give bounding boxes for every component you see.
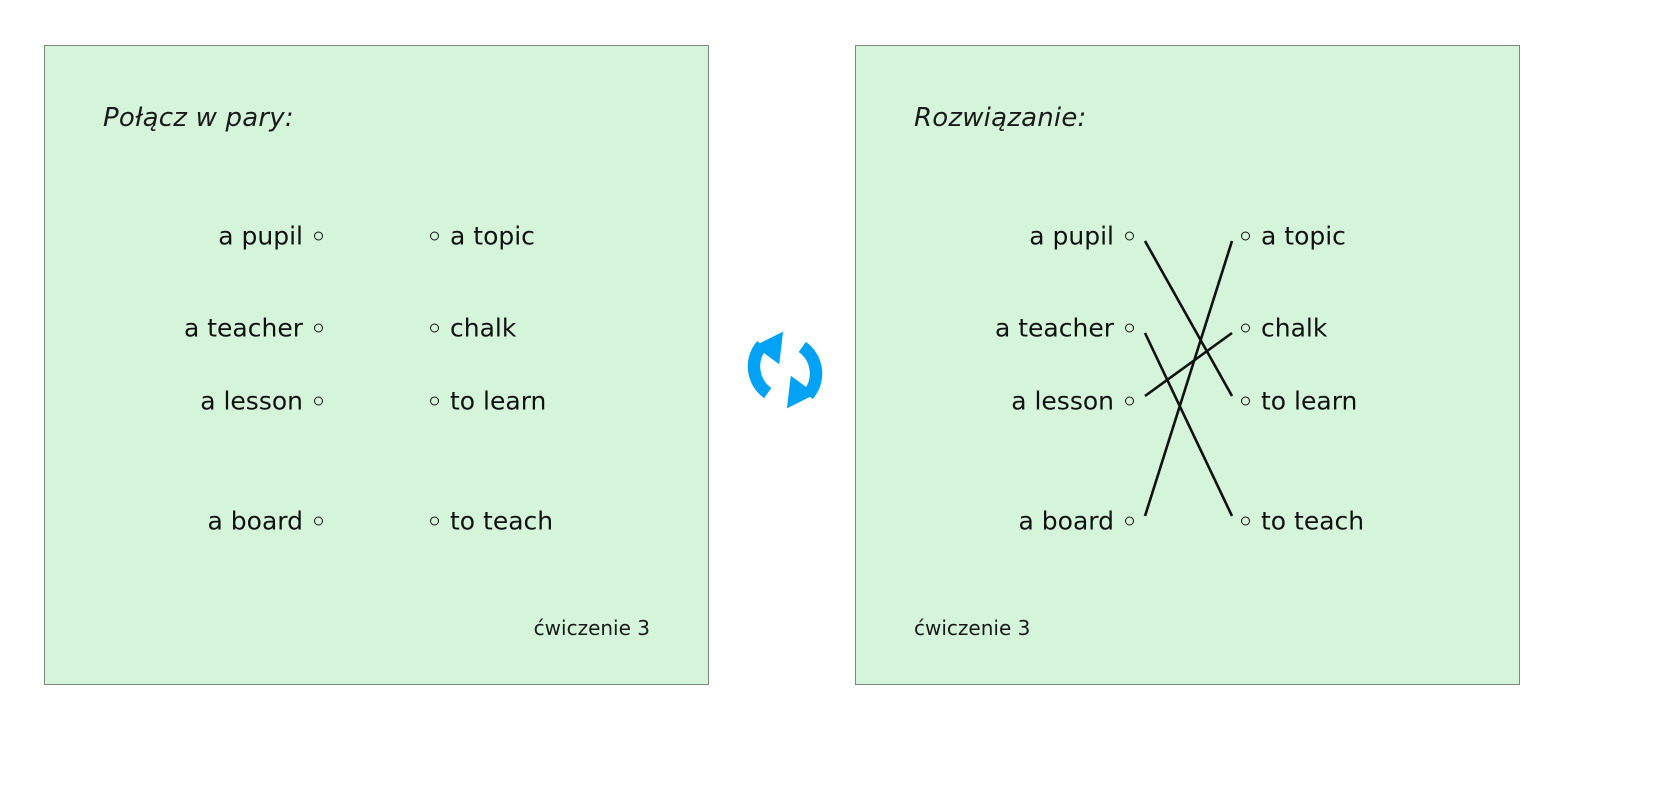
- match-rows-left: a pupil a topic a teacher chalk a lesson to l…: [45, 46, 708, 684]
- exercise-label-left: ćwiczenie 3: [533, 616, 650, 640]
- connector-dot-right[interactable]: [1241, 516, 1250, 526]
- match-item-right[interactable]: a topic: [1241, 222, 1346, 251]
- match-item-right[interactable]: to learn: [1241, 387, 1357, 416]
- panel-title-left: Połącz w pary:: [103, 103, 294, 133]
- connector-dot-right[interactable]: [430, 516, 439, 526]
- match-item-label: to learn: [1261, 386, 1358, 416]
- connection-line: [1143, 240, 1234, 517]
- match-item-label: a topic: [450, 221, 535, 251]
- exercise-panel-right: Rozwiązanie: a pupil a topic a teacher chal…: [855, 45, 1520, 685]
- match-item-label: to teach: [450, 506, 554, 536]
- match-item-left[interactable]: a board: [1019, 507, 1134, 536]
- exercise-panel-left: Połącz w pary: a pupil a topic a teacher ch…: [44, 45, 709, 685]
- match-item-right[interactable]: to teach: [430, 507, 553, 536]
- match-item-label: to teach: [1261, 506, 1365, 536]
- connection-line: [1144, 331, 1233, 398]
- match-item-left[interactable]: a lesson: [200, 387, 323, 416]
- match-item-label: a board: [207, 506, 303, 536]
- match-item-left[interactable]: a pupil: [218, 222, 323, 251]
- connector-dot-right[interactable]: [1241, 396, 1250, 406]
- connector-dot-right[interactable]: [1241, 231, 1250, 241]
- connector-dot-right[interactable]: [430, 396, 439, 406]
- connector-dot-left[interactable]: [314, 323, 323, 333]
- exercise-label-right: ćwiczenie 3: [914, 616, 1031, 640]
- connection-line: [1143, 240, 1234, 397]
- match-item-label: to learn: [450, 386, 547, 416]
- match-item-right[interactable]: to teach: [1241, 507, 1364, 536]
- connector-dot-left[interactable]: [1125, 516, 1134, 526]
- match-item-right[interactable]: a topic: [430, 222, 535, 251]
- match-item-right[interactable]: chalk: [1241, 314, 1327, 343]
- connector-dot-left[interactable]: [314, 396, 323, 406]
- refresh-sync-glyph: [747, 331, 823, 409]
- match-item-right[interactable]: to learn: [430, 387, 546, 416]
- match-item-label: a lesson: [1011, 386, 1114, 416]
- match-item-left[interactable]: a teacher: [995, 314, 1134, 343]
- match-item-label: a pupil: [218, 221, 303, 251]
- connector-dot-right[interactable]: [430, 231, 439, 241]
- connector-dot-left[interactable]: [1125, 323, 1134, 333]
- match-item-right[interactable]: chalk: [430, 314, 516, 343]
- connection-lines-right: [1143, 240, 1234, 517]
- match-item-label: a topic: [1261, 221, 1346, 251]
- match-item-left[interactable]: a pupil: [1029, 222, 1134, 251]
- match-item-label: a board: [1018, 506, 1114, 536]
- match-item-label: a teacher: [183, 313, 303, 343]
- match-item-label: a lesson: [200, 386, 303, 416]
- connection-lines-left: [45, 46, 710, 686]
- refresh-sync-icon[interactable]: [737, 322, 833, 418]
- panel-title-right: Rozwiązanie:: [914, 103, 1087, 133]
- match-rows-right: a pupil a topic a teacher chalk a lesson to l…: [856, 46, 1519, 684]
- connector-dot-left[interactable]: [1125, 396, 1134, 406]
- connector-dot-left[interactable]: [1125, 231, 1134, 241]
- connector-dot-left[interactable]: [314, 516, 323, 526]
- connector-dot-right[interactable]: [430, 323, 439, 333]
- match-item-left[interactable]: a lesson: [1011, 387, 1134, 416]
- connection-line: [1143, 332, 1234, 517]
- connector-dot-right[interactable]: [1241, 323, 1250, 333]
- match-item-left[interactable]: a board: [208, 507, 323, 536]
- connector-dot-left[interactable]: [314, 231, 323, 241]
- match-item-label: a pupil: [1029, 221, 1114, 251]
- match-item-left[interactable]: a teacher: [184, 314, 323, 343]
- match-item-label: a teacher: [994, 313, 1114, 343]
- match-item-label: chalk: [1261, 313, 1328, 343]
- match-item-label: chalk: [450, 313, 517, 343]
